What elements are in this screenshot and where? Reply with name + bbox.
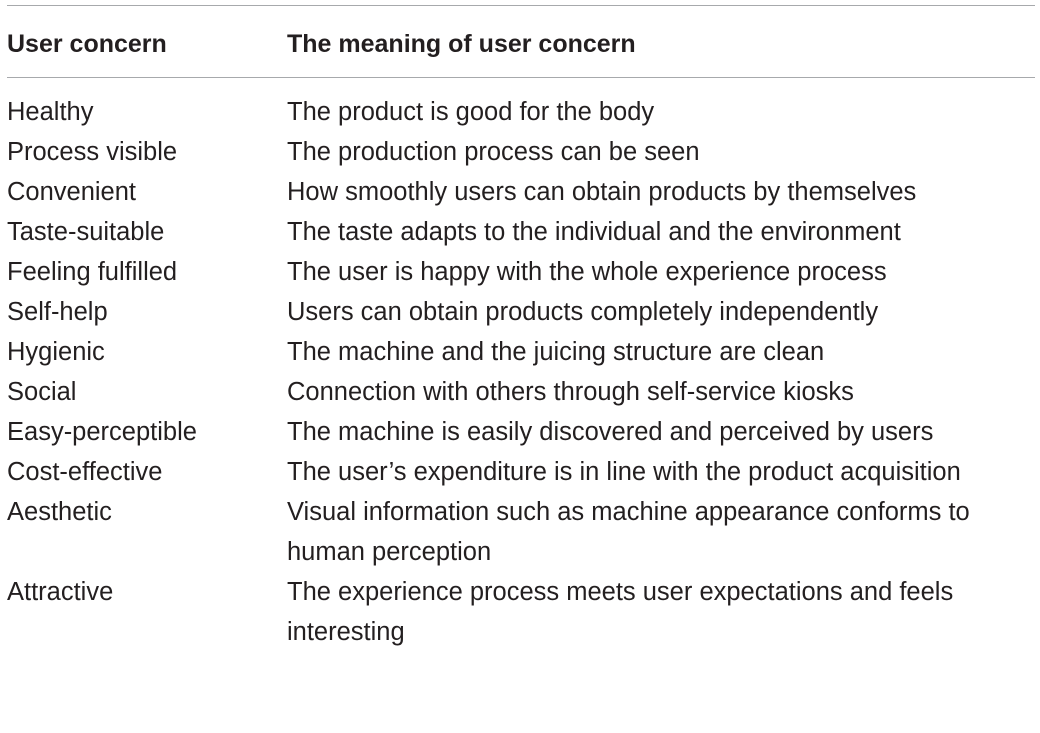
table-row: Social Connection with others through se… xyxy=(7,372,1035,412)
user-concern-table-container: User concern The meaning of user concern… xyxy=(7,5,1035,652)
table-row: Self-help Users can obtain products comp… xyxy=(7,292,1035,332)
meaning-cell: The user’s expenditure is in line with t… xyxy=(287,458,961,486)
meaning-cell: Connection with others through self-serv… xyxy=(287,378,854,406)
table-row: Attractive The experience process meets … xyxy=(7,572,1035,652)
concern-cell: Easy-perceptible xyxy=(7,418,197,446)
concern-cell: Self-help xyxy=(7,298,108,326)
table-top-rule xyxy=(7,5,1035,6)
concern-cell: Aesthetic xyxy=(7,498,112,526)
table-row: Healthy The product is good for the body xyxy=(7,78,1035,133)
concern-cell: Feeling fulfilled xyxy=(7,258,178,286)
concern-cell: Taste-suitable xyxy=(7,218,165,246)
meaning-cell: The product is good for the body xyxy=(287,98,655,126)
table-body: Healthy The product is good for the body… xyxy=(7,78,1035,653)
table-header: User concern The meaning of user concern xyxy=(7,6,1035,78)
concern-cell: Healthy xyxy=(7,98,94,126)
concern-cell: Process visible xyxy=(7,138,178,166)
table-row: Process visible The production process c… xyxy=(7,132,1035,172)
header-row: User concern The meaning of user concern xyxy=(7,6,1035,78)
table-row: Aesthetic Visual information such as mac… xyxy=(7,492,1035,572)
concern-cell: Attractive xyxy=(7,578,114,606)
header-user-concern: User concern xyxy=(7,30,167,58)
meaning-cell: The machine is easily discovered and per… xyxy=(287,418,934,446)
table-row: Cost-effective The user’s expenditure is… xyxy=(7,452,1035,492)
concern-cell: Hygienic xyxy=(7,338,105,366)
table-row: Feeling fulfilled The user is happy with… xyxy=(7,252,1035,292)
table-row: Easy-perceptible The machine is easily d… xyxy=(7,412,1035,452)
meaning-cell: Users can obtain products completely ind… xyxy=(287,298,879,326)
table-row: Taste-suitable The taste adapts to the i… xyxy=(7,212,1035,252)
meaning-cell: The machine and the juicing structure ar… xyxy=(287,338,825,366)
meaning-cell: The experience process meets user expect… xyxy=(287,578,954,646)
concern-cell: Social xyxy=(7,378,77,406)
user-concern-table: User concern The meaning of user concern… xyxy=(7,6,1035,652)
concern-cell: Cost-effective xyxy=(7,458,163,486)
meaning-cell: How smoothly users can obtain products b… xyxy=(287,178,917,206)
meaning-cell: The production process can be seen xyxy=(287,138,700,166)
table-row: Hygienic The machine and the juicing str… xyxy=(7,332,1035,372)
meaning-cell: Visual information such as machine appea… xyxy=(287,498,970,566)
table-row: Convenient How smoothly users can obtain… xyxy=(7,172,1035,212)
header-meaning: The meaning of user concern xyxy=(287,30,636,58)
meaning-cell: The user is happy with the whole experie… xyxy=(287,258,887,286)
meaning-cell: The taste adapts to the individual and t… xyxy=(287,218,901,246)
concern-cell: Convenient xyxy=(7,178,137,206)
